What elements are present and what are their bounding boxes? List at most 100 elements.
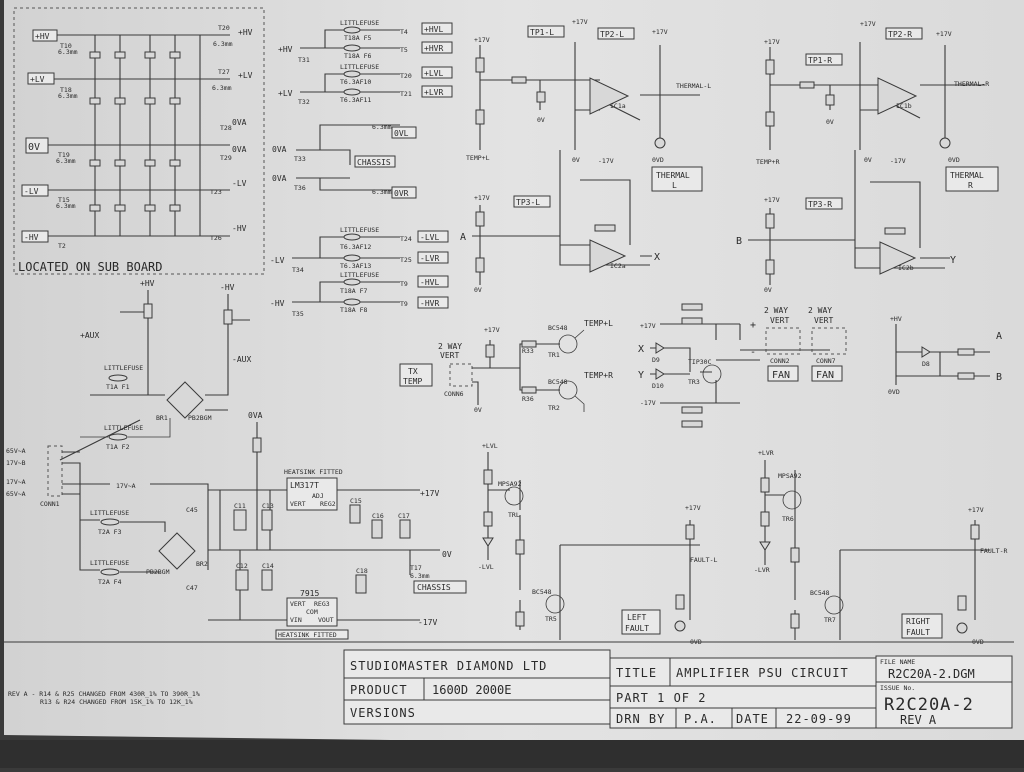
fl-resistor-6 <box>675 594 685 610</box>
fan-tr3-part: TIP30C <box>688 358 712 366</box>
sub-board-verticals <box>94 35 201 236</box>
rev-value: REV A <box>900 713 937 727</box>
issue-cell <box>875 681 1013 729</box>
tr-tp3-box <box>805 197 843 210</box>
fan-tr3: TR3 <box>688 378 700 386</box>
aux-cap-1 <box>143 303 153 319</box>
fan-conn-a-2: VERT <box>770 316 789 325</box>
tr-supply-1: +17V <box>764 38 780 46</box>
tag-t27: T27 <box>218 68 230 76</box>
title-label: TITLE <box>616 666 657 680</box>
fan-in-x: X <box>638 344 644 355</box>
regulator-section: 65V~A 17V~B 17V~A 65V~A CONN1 17V~A LITT… <box>6 411 467 640</box>
reg-cap-c15 <box>349 504 361 524</box>
conn1 <box>47 445 63 497</box>
fl-tr5-body <box>545 594 565 614</box>
fl-led <box>674 620 686 632</box>
reg-f4: T2A F4 <box>98 578 122 586</box>
reg1-name: LM317T <box>290 481 319 490</box>
desk-shadow <box>0 740 1024 768</box>
tag-t20: T20 <box>218 24 230 32</box>
tx-r36: R36 <box>522 395 534 403</box>
out-label-neg-hvl: -HVL <box>420 278 439 287</box>
reg-cap-c14 <box>261 569 273 591</box>
tag-t15: T15 <box>58 196 70 204</box>
label-0vr: 0VR <box>394 189 409 198</box>
aux-fuse-2 <box>108 433 128 441</box>
reg1-pin-reg2: REG2 <box>320 500 336 508</box>
fl-resistor-3 <box>515 539 525 555</box>
fuse-size-2: 6.3mm <box>58 92 78 100</box>
tl-opamp-a <box>589 77 630 115</box>
fuse-size-5: 6.3mm <box>213 40 233 48</box>
rail-label-hv-plus: +HV <box>35 32 50 41</box>
tag-t10: T10 <box>60 42 72 50</box>
fan-conn-a-1: 2 WAY <box>764 306 788 315</box>
right-rail-hv-minus: -HV <box>232 224 247 233</box>
tx-vert-1: 2 WAY <box>438 342 462 351</box>
reg-chassis: CHASSIS <box>417 583 451 592</box>
fuse-name-f12: T6.3AF12 <box>340 243 371 251</box>
tl-supply-4: +17V <box>474 194 490 202</box>
reg-cap-c17 <box>399 519 411 539</box>
reg-cap-c13-label: C13 <box>262 502 274 510</box>
fan-plus: + <box>750 320 756 331</box>
tl-supply-1: +17V <box>474 36 490 44</box>
out-box-hvr <box>421 41 453 54</box>
out-box-neg-lvr <box>417 251 449 264</box>
reg-t17: T17 <box>410 564 422 572</box>
rail-label-hv-minus: -HV <box>24 233 39 242</box>
fuse-type-3: LITTLEFUSE <box>340 226 379 234</box>
sub-board-caps <box>89 51 181 212</box>
fuse-name-f5: T18A F5 <box>344 34 371 42</box>
reg1-pin-vert: VERT <box>290 500 306 508</box>
reg-cap-c11-label: C11 <box>234 502 246 510</box>
aux-cap-2 <box>223 309 233 325</box>
aux-wires <box>59 290 250 461</box>
tag-t2: T2 <box>58 242 66 250</box>
reg-fuse-wires <box>120 521 166 573</box>
fl-resistor-2 <box>483 511 493 527</box>
ab-zero: 0VD <box>888 388 900 396</box>
tr-neg-supply: -17V <box>890 157 906 165</box>
fuse-in-0va-2: 0VA <box>272 174 287 183</box>
tl-wires-bottom <box>472 150 652 285</box>
fr-box-2: FAULT <box>906 628 930 637</box>
tl-ic-b: IC2a <box>610 262 626 270</box>
tl-led <box>654 137 666 149</box>
fr-neg: -LVR <box>754 566 770 574</box>
fan-supply-p: +17V <box>640 322 656 330</box>
fr-out: FAULT-R <box>980 547 1007 555</box>
reg-heatsink-2: HEATSINK FITTED <box>278 631 337 639</box>
aux-f2: T1A F2 <box>106 443 130 451</box>
tr-tp1: TP1-R <box>808 56 832 65</box>
right-rail-hv-plus: +HV <box>238 28 253 37</box>
fuse-in-hv-plus: +HV <box>278 45 293 54</box>
tx-tr1-body <box>558 334 578 354</box>
fuse-wires-mid <box>296 124 400 191</box>
reg1-pin-adj: ADJ <box>312 492 324 500</box>
issue-value: R2C20A-2 <box>884 695 974 715</box>
fan-conn-a-id: CONN2 <box>770 357 790 365</box>
fr-supply: +LVR <box>758 449 774 457</box>
tl-supply-3: +17V <box>652 28 668 36</box>
thermal-right-section: +17V IC1b TEMP+R 0V 0V +17V +17V TP1-R T… <box>736 20 999 294</box>
fan-d9: D9 <box>652 356 660 364</box>
tx-line-2: 17V~B <box>6 459 26 467</box>
tag-t28: T28 <box>220 124 232 132</box>
reg-n17: -17V <box>418 618 437 627</box>
company-name: STUDIOMASTER DIAMOND LTD <box>350 659 547 673</box>
fan-supply-n: -17V <box>640 399 656 407</box>
aux-wire-f2 <box>80 418 171 438</box>
tr-resistor-r31 <box>884 227 906 235</box>
tl-resistor-1 <box>475 57 485 73</box>
drn-value: P.A. <box>684 712 717 726</box>
tag-t26: T26 <box>210 234 222 242</box>
tx-r33-body <box>521 340 537 348</box>
title-value: AMPLIFIER PSU CIRCUIT <box>676 666 849 680</box>
out-tag-t25: T25 <box>400 256 412 264</box>
reg-br2-part: PB2BGM <box>146 568 170 576</box>
fan-r38 <box>681 303 703 311</box>
reg2-pin-vert: VERT <box>290 600 306 608</box>
fan-in-y: Y <box>638 370 644 381</box>
